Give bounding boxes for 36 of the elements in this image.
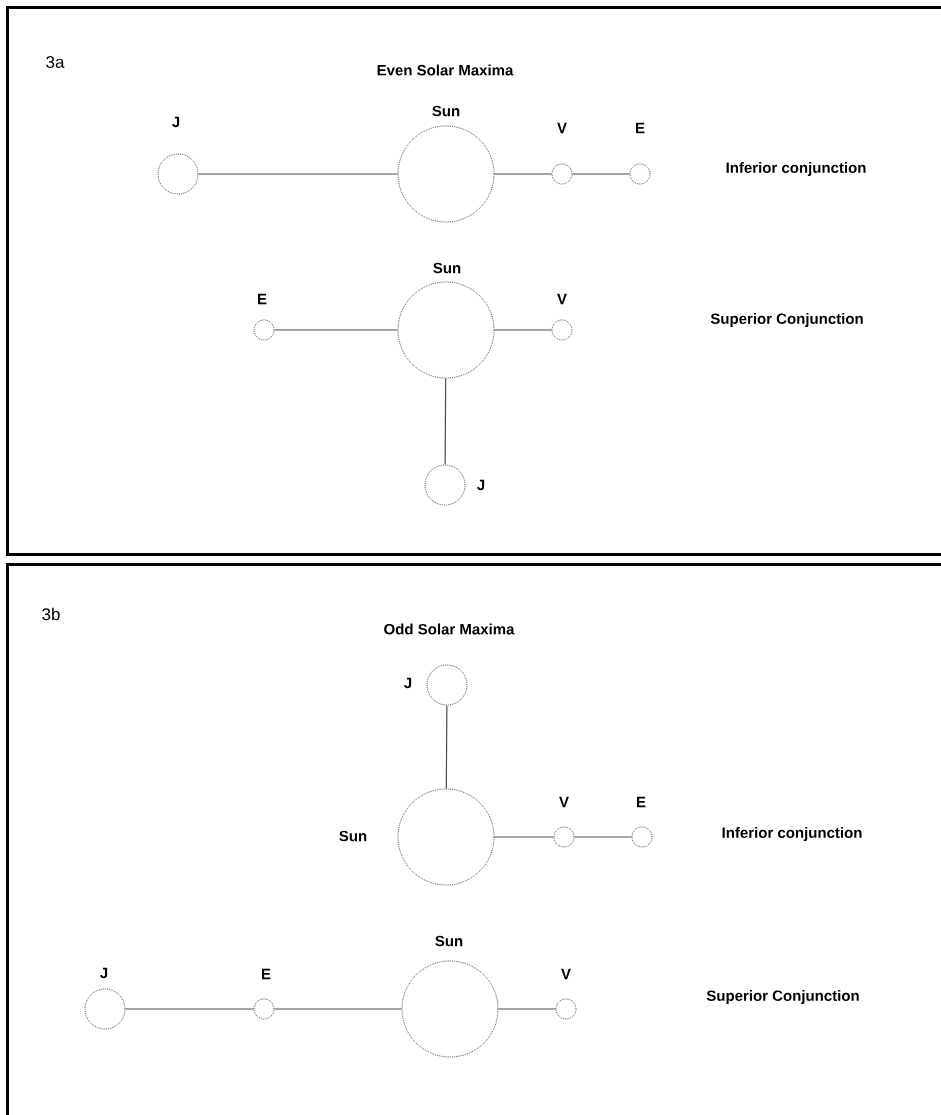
connecting-line: [497, 1008, 557, 1010]
planet-label: E: [636, 122, 645, 134]
connecting-line: [273, 1008, 403, 1010]
planet-label: J: [477, 479, 485, 491]
connecting-line: [493, 329, 553, 331]
planet-label: Sun: [433, 262, 461, 274]
connecting-line: [273, 329, 399, 331]
connecting-line: [124, 1008, 255, 1010]
planet-label: J: [100, 967, 108, 979]
conjunction-label: Inferior conjunction: [722, 827, 862, 841]
panel-title: Odd Solar Maxima: [384, 623, 515, 635]
connecting-line: [493, 836, 555, 838]
connecting-line: [444, 377, 447, 466]
planet-label: V: [557, 122, 567, 134]
planet-label: E: [258, 293, 267, 305]
planet-label: V: [557, 293, 567, 305]
connecting-line: [445, 704, 448, 790]
planet-label: Sun: [435, 935, 463, 947]
panel-title: Even Solar Maxima: [377, 64, 514, 76]
planet-label: E: [262, 968, 271, 980]
conjunction-label: Inferior conjunction: [726, 162, 866, 176]
connecting-line: [493, 173, 553, 175]
planet-label: V: [561, 968, 571, 980]
panel-label: 3b: [42, 607, 60, 621]
planet-label: J: [172, 116, 180, 128]
connecting-line: [573, 836, 633, 838]
connecting-line: [197, 173, 399, 175]
conjunction-label: Superior Conjunction: [710, 313, 863, 327]
connecting-line: [571, 173, 631, 175]
planet-label: E: [637, 796, 646, 808]
planet-label: Sun: [432, 105, 460, 117]
conjunction-label: Superior Conjunction: [706, 990, 859, 1004]
panel-label: 3a: [46, 55, 65, 68]
planet-label: V: [559, 796, 569, 808]
planet-label: J: [404, 677, 412, 689]
planet-label: Sun: [339, 830, 367, 842]
